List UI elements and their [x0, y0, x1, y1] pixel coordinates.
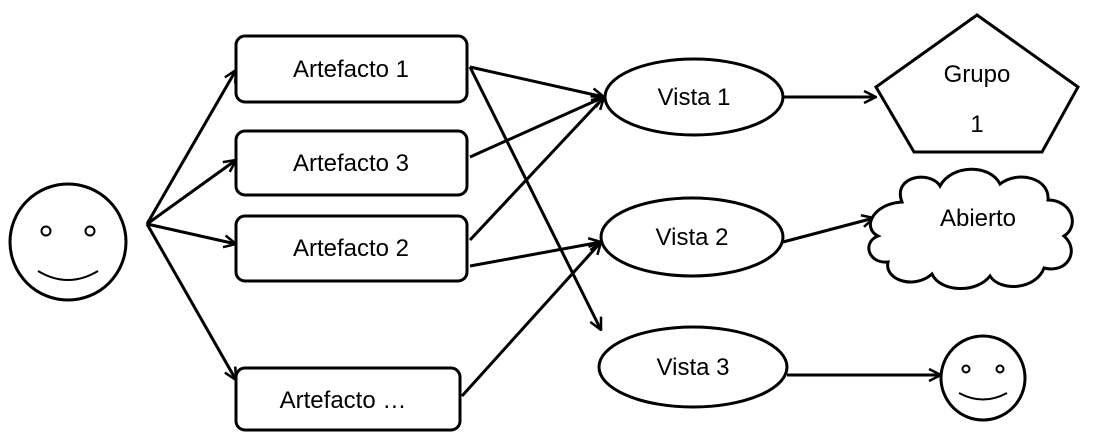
- artefacto-n-box: Artefacto …: [234, 366, 462, 432]
- artefacto-n-label: Artefacto …: [280, 387, 407, 414]
- edge-vista-2-abierto: [782, 218, 874, 244]
- artefacto-1-label: Artefacto 1: [293, 56, 409, 83]
- user-smiley-icon: [8, 182, 128, 302]
- artefacto-2-box: Artefacto 2: [234, 214, 469, 283]
- edge-user-artefacto-1: [145, 70, 236, 225]
- grupo-label-line-2: 1: [970, 111, 983, 138]
- vista-3-label: Vista 3: [657, 354, 730, 381]
- abierto-cloud-icon: Abierto: [867, 167, 1074, 290]
- artefacto-3-label: Artefacto 3: [293, 150, 409, 177]
- edge-artefacto-n-vista-2: [460, 242, 601, 398]
- grupo-pentagon-icon: Grupo 1: [874, 13, 1080, 154]
- artefacto-3-box: Artefacto 3: [234, 129, 469, 197]
- grupo-label-line-1: Grupo: [944, 61, 1011, 88]
- vista-3-ellipse: Vista 3: [597, 325, 789, 409]
- vista-2-label: Vista 2: [656, 224, 729, 251]
- edge-artefacto-2-vista-2: [469, 242, 601, 268]
- vista-1-ellipse: Vista 1: [603, 57, 785, 137]
- abierto-label: Abierto: [940, 205, 1016, 232]
- edge-artefacto-1-vista-1: [469, 65, 604, 97]
- vista-2-ellipse: Vista 2: [599, 196, 785, 278]
- recipient-smiley-icon: [939, 334, 1027, 422]
- edges: [145, 65, 941, 398]
- artefacto-2-label: Artefacto 2: [293, 235, 409, 262]
- edge-artefacto-3-vista-1: [469, 97, 604, 159]
- vista-1-label: Vista 1: [658, 84, 731, 111]
- edge-artefacto-2-vista-1: [468, 97, 604, 242]
- edge-user-artefacto-2: [146, 222, 236, 244]
- artefacto-1-box: Artefacto 1: [234, 34, 469, 104]
- edge-artefacto-1-vista-3: [468, 66, 603, 330]
- edge-user-artefacto-n: [145, 223, 236, 380]
- edge-user-artefacto-3: [146, 160, 236, 226]
